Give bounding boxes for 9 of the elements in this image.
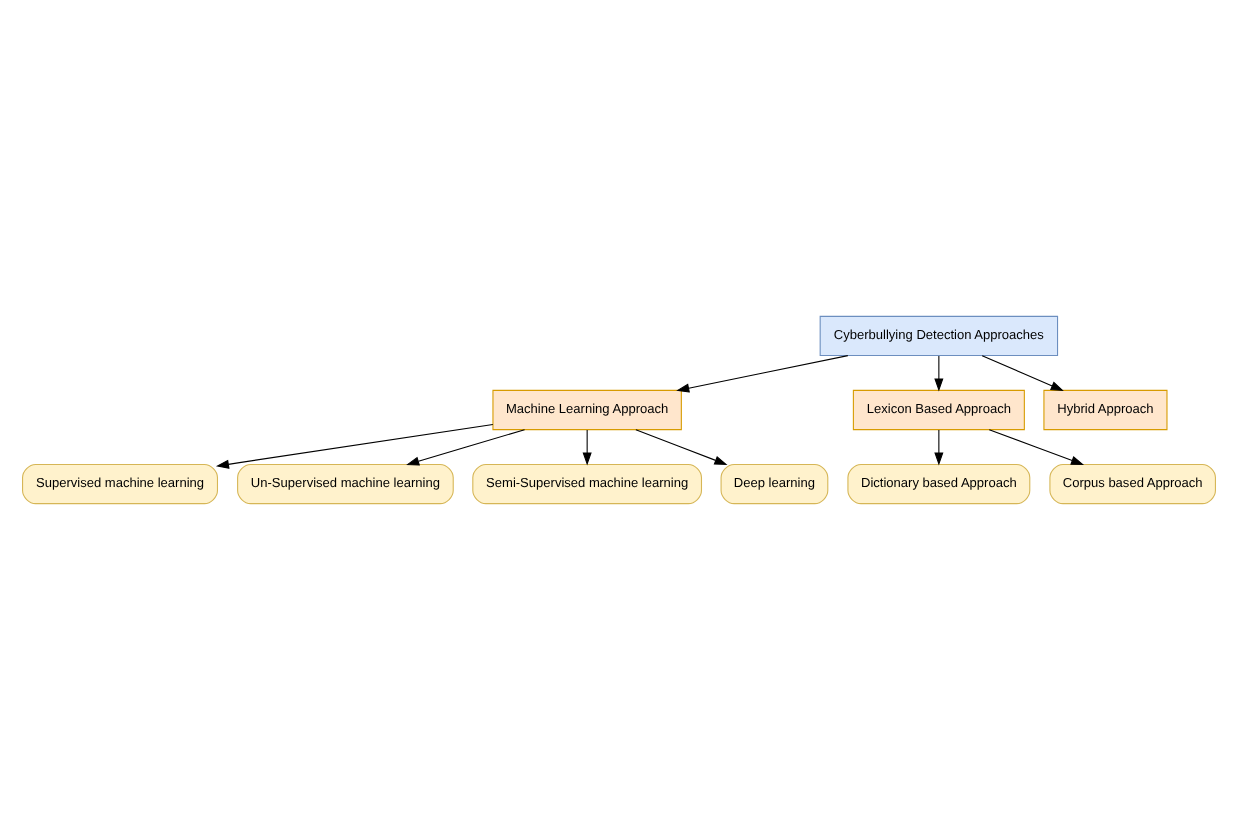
arrow: [934, 428, 944, 465]
arrow: [934, 354, 944, 391]
arrow: [676, 354, 849, 392]
arrow: [406, 428, 526, 465]
arrow: [635, 428, 728, 464]
arrow: [988, 428, 1085, 464]
arrow: [215, 422, 494, 468]
arrow: [981, 354, 1064, 390]
arrow: [582, 428, 592, 465]
